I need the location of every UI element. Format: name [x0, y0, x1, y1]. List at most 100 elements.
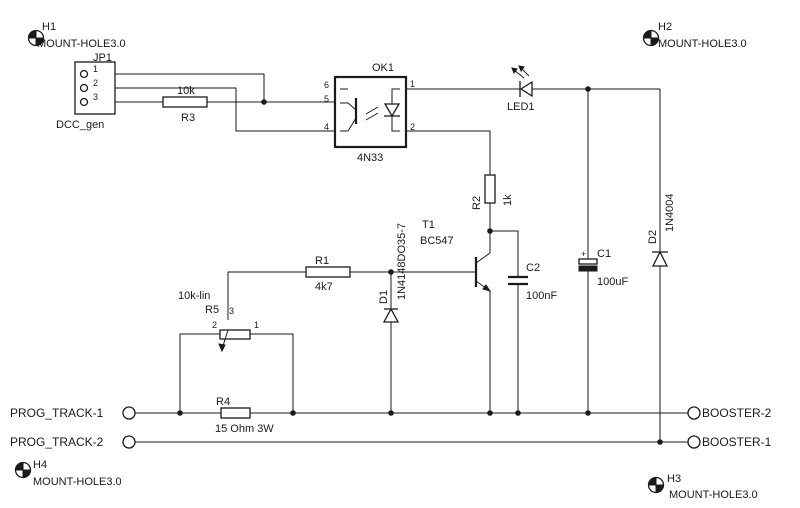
- jp1-wires: [115, 73, 335, 132]
- diode-ref: D2: [647, 230, 659, 244]
- mount-hole-icon: [642, 29, 660, 47]
- diode-icon: [382, 307, 400, 323]
- mount-hole-value: MOUNT-HOLE3.0: [37, 38, 126, 50]
- terminal-prog-track-1: PROG_TRACK-1: [10, 406, 136, 420]
- junction-dot: [585, 410, 591, 416]
- optocoupler-pin-label: 5: [324, 94, 329, 104]
- mount-hole-h1: H1 MOUNT-HOLE3.0: [27, 21, 126, 50]
- terminal-label: PROG_TRACK-2: [10, 435, 104, 449]
- optocoupler-pin-label: 6: [324, 80, 329, 90]
- potentiometer-ref: R5: [205, 304, 219, 316]
- connector-pin-3: [79, 97, 89, 107]
- capacitor-c1: + C1 100uF: [578, 89, 628, 413]
- junction-dot: [290, 410, 296, 416]
- potentiometer-pin-label: 2: [212, 320, 217, 330]
- mount-hole-ref: H4: [33, 459, 47, 471]
- optocoupler-pin-label: 1: [410, 79, 415, 89]
- mount-hole-value: MOUNT-HOLE3.0: [658, 38, 747, 50]
- optocoupler-value: 4N33: [357, 152, 383, 164]
- connector-pin-label: 3: [93, 92, 98, 102]
- capacitor-ref: C2: [526, 262, 540, 274]
- optocoupler-pin-label: 2: [410, 122, 415, 132]
- mount-hole-h3: H3 MOUNT-HOLE3.0: [647, 473, 758, 501]
- terminal-booster-1: BOOSTER-1: [687, 435, 772, 449]
- diode-d2: D2 1N4004: [647, 89, 676, 442]
- capacitor-value: 100uF: [597, 276, 628, 288]
- resistor-r1: R1 4k7: [305, 255, 351, 293]
- optocoupler-ref: OK1: [372, 62, 394, 74]
- resistor-r4: R4 15 Ohm 3W: [215, 396, 274, 435]
- transistor-value: BC547: [420, 235, 454, 247]
- transistor-t1: T1 BC547: [420, 219, 492, 413]
- led-ref: LED1: [507, 101, 535, 113]
- mount-hole-icon: [647, 476, 665, 494]
- resistor-value: 1k: [502, 194, 514, 206]
- terminal-pad: [687, 406, 701, 420]
- connector-pin-2: [79, 83, 89, 93]
- transistor-ref: T1: [422, 219, 435, 231]
- diode-icon: [651, 250, 669, 267]
- resistor-body: [220, 407, 251, 419]
- mount-hole-h2: H2 MOUNT-HOLE3.0: [642, 21, 747, 50]
- optocoupler-ok1: OK1 6 5 4 1 2 4N33: [324, 62, 415, 164]
- capacitor-plate: [578, 258, 598, 265]
- resistor-value: 15 Ohm 3W: [215, 423, 274, 435]
- capacitor-polarity: +: [581, 249, 586, 259]
- mount-hole-value: MOUNT-HOLE3.0: [33, 476, 122, 488]
- mount-hole-ref: H3: [667, 473, 681, 485]
- potentiometer-body: [219, 329, 251, 340]
- emitter-arrow-icon: [482, 284, 492, 292]
- potentiometer-value: 10k-lin: [178, 290, 210, 302]
- connector-pin-label: 2: [93, 78, 98, 88]
- terminal-pad: [122, 406, 136, 420]
- led-led1: LED1: [507, 65, 546, 113]
- light-arrow-icon: [365, 112, 379, 121]
- junction-dot: [515, 410, 521, 416]
- resistor-value: 4k7: [315, 281, 333, 293]
- diode-value: 1N4004: [664, 193, 676, 232]
- connector-ref: JP1: [93, 52, 112, 64]
- connector-pin-label: 1: [93, 64, 98, 74]
- junction-dot: [388, 410, 394, 416]
- optocoupler-pin-label: 4: [324, 122, 329, 132]
- mount-hole-ref: H2: [658, 21, 672, 33]
- terminal-booster-2: BOOSTER-2: [687, 406, 772, 420]
- wire: [406, 130, 491, 175]
- diode-ref: D1: [378, 290, 390, 304]
- resistor-value: 10k: [177, 85, 195, 97]
- potentiometer-r5: 10k-lin R5 2 3 1: [178, 290, 294, 413]
- potentiometer-pin-label: 3: [229, 306, 234, 316]
- connector-pin-1: [79, 69, 89, 79]
- resistor-body: [305, 266, 351, 278]
- mount-hole-icon: [14, 461, 32, 479]
- resistor-body: [162, 96, 208, 108]
- resistor-ref: R3: [181, 112, 195, 124]
- terminal-label: BOOSTER-2: [702, 406, 772, 420]
- capacitor-c2: C2 100nF: [508, 262, 557, 413]
- resistor-ref: R1: [315, 255, 329, 267]
- rail-prog-track-1: [135, 410, 688, 416]
- resistor-ref: R4: [216, 396, 230, 408]
- wire: [227, 271, 306, 305]
- internal-led-icon: [383, 103, 401, 118]
- terminal-prog-track-2: PROG_TRACK-2: [10, 435, 136, 449]
- mount-hole-ref: H1: [42, 21, 56, 33]
- resistor-r2: R2 1k: [471, 174, 514, 210]
- diode-value: 1N4148DO35-7: [396, 223, 408, 300]
- resistor-ref: R2: [471, 196, 483, 210]
- connector-jp1: JP1 1 2 3 DCC_gen: [56, 52, 116, 131]
- resistor-r3: 10k R3: [162, 85, 208, 124]
- capacitor-value: 100nF: [526, 290, 557, 302]
- diode-d1: D1 1N4148DO35-7: [378, 223, 408, 413]
- mount-hole-value: MOUNT-HOLE3.0: [669, 489, 758, 501]
- connector-value: DCC_gen: [56, 119, 104, 131]
- junction-dot: [657, 439, 663, 445]
- led-icon: [519, 80, 533, 98]
- terminal-label: BOOSTER-1: [702, 435, 772, 449]
- terminal-label: PROG_TRACK-1: [10, 406, 104, 420]
- collector-wires: [487, 203, 519, 276]
- junction-dot: [261, 99, 267, 105]
- resistor-body: [484, 174, 496, 204]
